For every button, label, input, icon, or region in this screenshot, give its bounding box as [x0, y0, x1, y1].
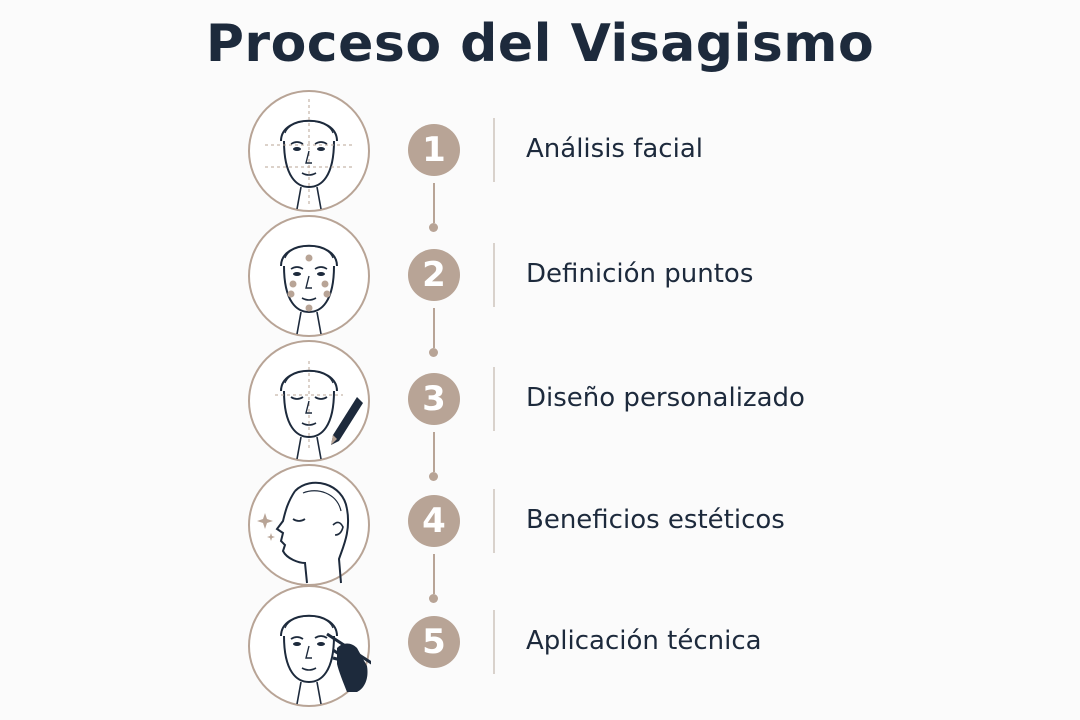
step-2-badge: 2 [408, 249, 460, 301]
step-4-divider [493, 489, 495, 553]
step-3-badge: 3 [408, 373, 460, 425]
step-5-divider [493, 610, 495, 674]
face-hand-pencil-icon [247, 584, 374, 708]
connector-2-3 [433, 308, 435, 348]
step-5-badge: 5 [408, 616, 460, 668]
face-points-icon [247, 214, 371, 338]
step-4-label: Beneficios estéticos [526, 505, 785, 535]
connector-dot-2 [429, 348, 438, 357]
connector-dot-4 [429, 594, 438, 603]
step-5-label: Aplicación técnica [526, 626, 762, 656]
step-2-divider [493, 243, 495, 307]
connector-dot-3 [429, 472, 438, 481]
step-3-label: Diseño personalizado [526, 383, 805, 413]
step-1-badge: 1 [408, 124, 460, 176]
step-1-label: Análisis facial [526, 134, 703, 164]
face-analysis-guides-icon [247, 89, 371, 213]
page-title: Proceso del Visagismo [205, 14, 875, 74]
face-pencil-design-icon [247, 339, 371, 463]
connector-3-4 [433, 432, 435, 472]
step-1-divider [493, 118, 495, 182]
step-4-badge: 4 [408, 495, 460, 547]
connector-dot-1 [429, 223, 438, 232]
connector-4-5 [433, 554, 435, 594]
face-profile-sparkle-icon [247, 463, 371, 587]
connector-1-2 [433, 183, 435, 223]
step-3-divider [493, 367, 495, 431]
step-2-label: Definición puntos [526, 259, 754, 289]
